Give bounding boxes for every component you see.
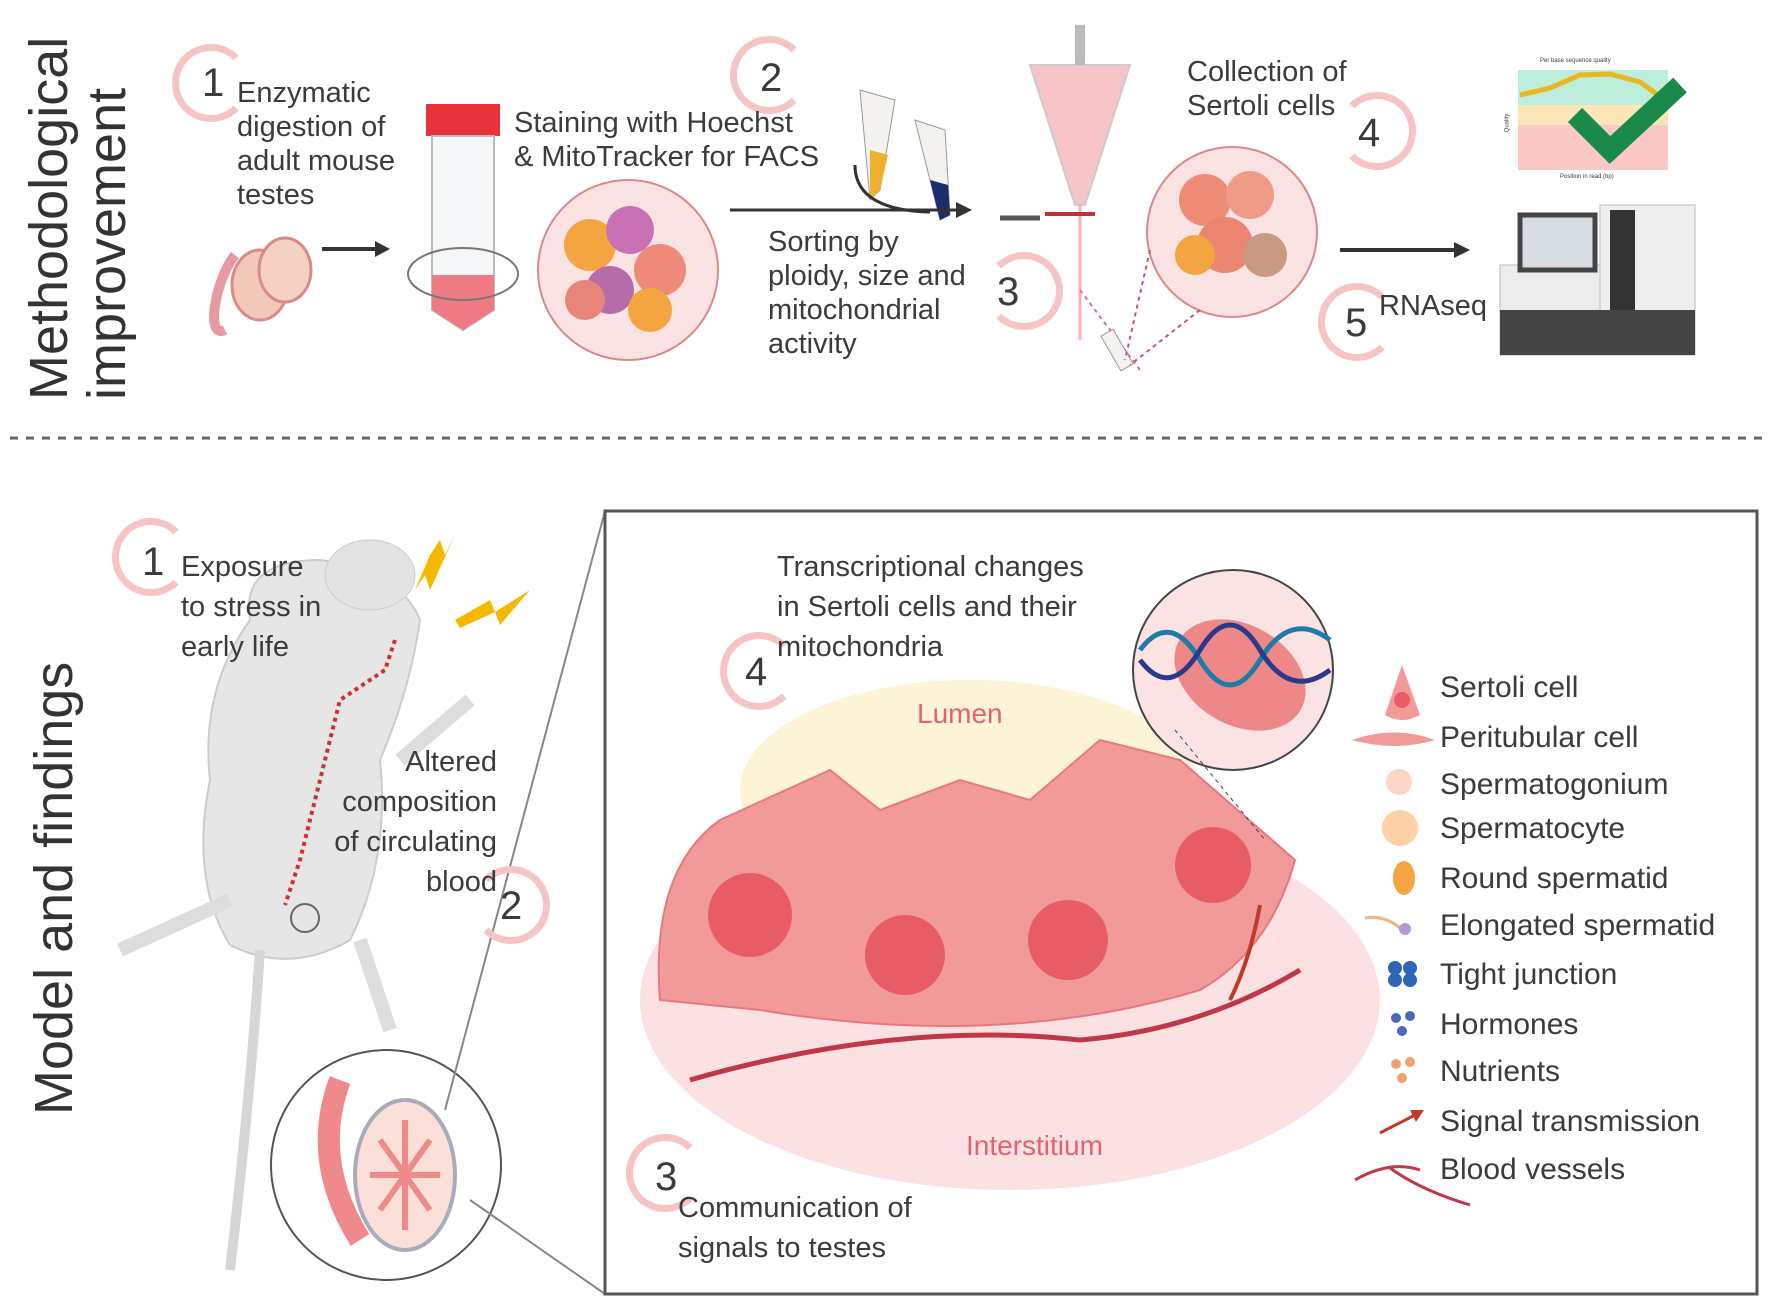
step-ring (730, 36, 808, 114)
interstitium-label: Interstitium (966, 1130, 1103, 1161)
step-number: 3 (997, 270, 1020, 314)
step-text: Staining with Hoechst & MitoTracker for … (514, 107, 820, 173)
step-text: Enzymatic digestion of adult mouse teste… (237, 77, 395, 211)
detail-panel (603, 509, 1759, 1296)
tight-junction-icon (1388, 961, 1417, 987)
round-spermatid-icon (1393, 861, 1415, 895)
nutrients-icon (1391, 1057, 1415, 1083)
step-ring (1318, 283, 1396, 361)
section-title-model: Model and findings (24, 661, 84, 1115)
sequencer-icon (1499, 204, 1696, 356)
peritubular-cell-icon (1352, 732, 1435, 746)
step-text: RNAseq (1379, 290, 1487, 322)
legend-item: Tight junction (1440, 958, 1618, 991)
step-number: 3 (655, 1155, 678, 1199)
legend-item: Signal transmission (1440, 1105, 1701, 1138)
step-ring (720, 632, 798, 710)
facs-sorter-icon (1000, 25, 1141, 372)
arrow-icon (1340, 242, 1470, 258)
step-text: Altered composition of circulating blood (334, 746, 497, 898)
step-ring (626, 1134, 704, 1212)
legend-item: Nutrients (1440, 1055, 1561, 1088)
testis-cross-section-icon (270, 510, 606, 1295)
step-number: 4 (1358, 111, 1381, 155)
legend-item: Blood vessels (1440, 1153, 1626, 1186)
qc-chart-xlabel: Position in read (bp) (1560, 174, 1614, 180)
qc-chart-title: Per base sequence quality (1540, 58, 1611, 64)
step-text: Sorting by ploidy, size and mitochondria… (768, 226, 966, 360)
lumen-label: Lumen (917, 698, 1003, 729)
qc-chart-ylabel: Quality (1504, 113, 1511, 133)
step-text: Collection of Sertoli cells (1187, 56, 1347, 122)
arrow-icon (730, 164, 972, 218)
cell-suspension-icon (537, 179, 719, 361)
seminiferous-tubule-illustration (640, 569, 1380, 1190)
hormones-icon (1391, 1011, 1415, 1036)
legend-item: Sertoli cell (1440, 671, 1579, 704)
step-text: Exposure to stress in early life (181, 551, 322, 663)
step-text: Transcriptional changes in Sertoli cells… (777, 551, 1084, 663)
legend-item: Round spermatid (1440, 862, 1669, 895)
arrow-icon (322, 241, 390, 257)
spermatocyte-icon (1382, 810, 1418, 846)
arrow-icon (1379, 1110, 1424, 1135)
legend-item: Spermatogonium (1440, 768, 1669, 801)
testes-icon (209, 236, 313, 337)
step-number: 2 (500, 884, 523, 928)
legend-item: Elongated spermatid (1440, 909, 1716, 942)
blood-vessel-icon (1354, 1165, 1471, 1207)
legend-icons (1352, 665, 1471, 1207)
step-ring (112, 518, 190, 596)
legend-item: Spermatocyte (1440, 812, 1626, 845)
step-number: 1 (142, 540, 165, 584)
legend-item: Hormones (1440, 1008, 1579, 1041)
step-number: 1 (202, 61, 225, 105)
section-title-methodology: Methodological improvement (19, 36, 137, 400)
lightning-icon (415, 535, 455, 590)
step-number: 4 (745, 650, 768, 694)
checkmark-icon (1567, 77, 1687, 164)
mouse-icon (117, 539, 475, 1271)
lightning-icon (455, 590, 530, 628)
elongated-spermatid-icon (1364, 916, 1401, 930)
step-number: 5 (1345, 301, 1368, 345)
stain-tubes-icon (859, 89, 951, 221)
step-text: Communication of signals to testes (678, 1192, 912, 1264)
legend-item: Peritubular cell (1440, 721, 1639, 754)
spermatogonium-icon (1386, 769, 1412, 795)
step-ring (172, 44, 250, 122)
sertoli-cells-collected-icon (1124, 146, 1318, 366)
falcon-tube-icon (407, 104, 519, 332)
step-number: 2 (760, 56, 783, 100)
